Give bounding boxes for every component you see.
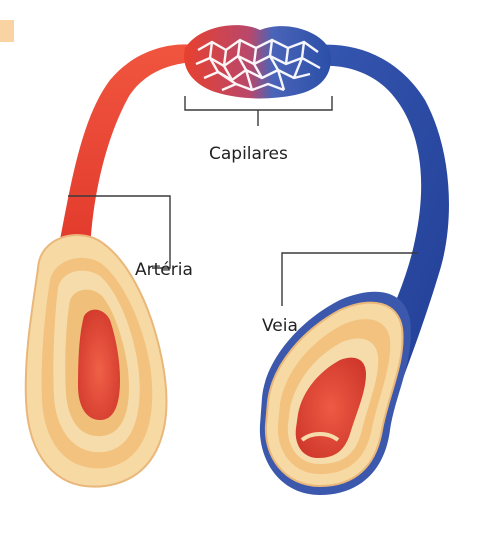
artery-tube [58,44,200,252]
capillaries-bracket [185,96,332,126]
capillaries-label: Capilares [209,146,288,163]
corner-mark [0,20,14,42]
capillary-network [184,25,331,98]
artery-label: Artéria [135,262,193,279]
vein-label: Veia [262,318,298,335]
